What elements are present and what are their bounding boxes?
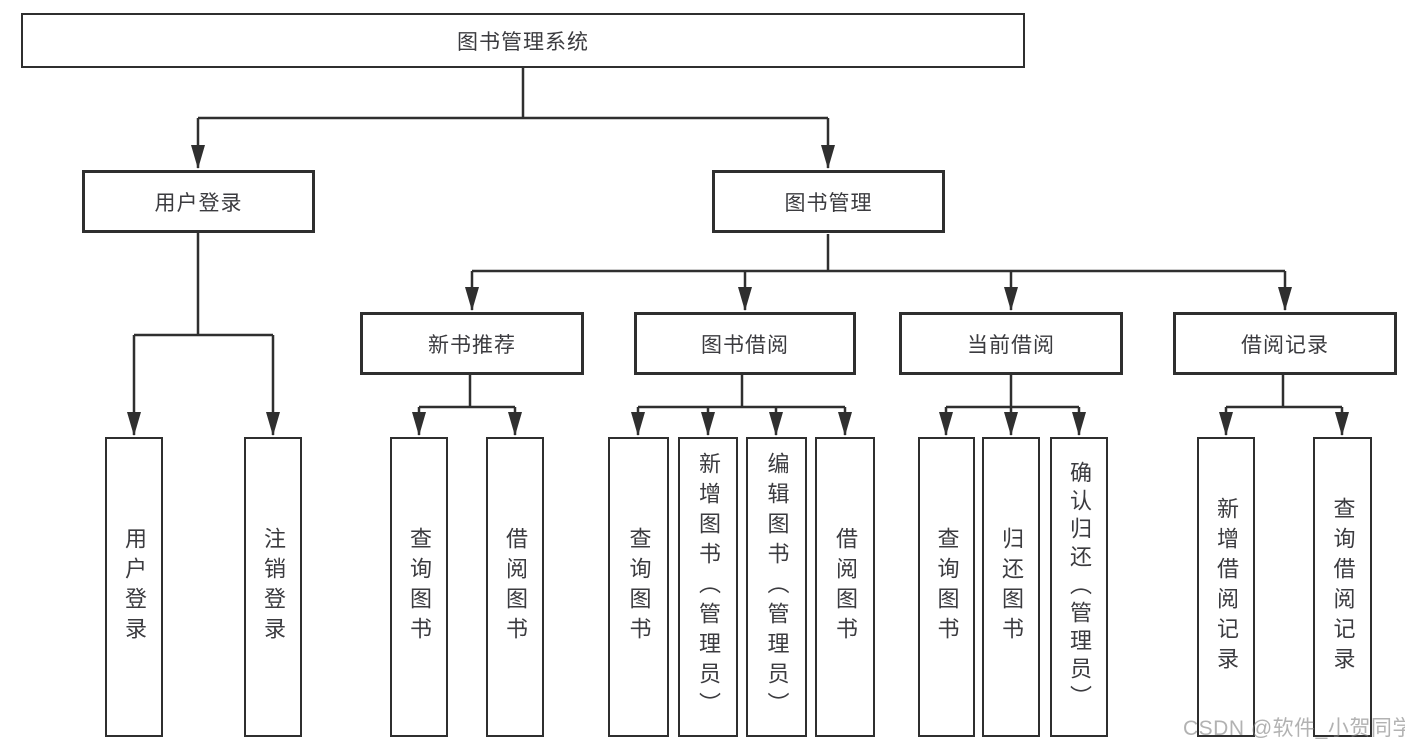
node-query-books-recommend-label: 查询图书 (407, 527, 432, 647)
node-user-login-module-label: 用户登录 (154, 191, 243, 215)
node-book-management-module: 图书管理 (712, 170, 945, 233)
node-return-book-label: 归还图书 (999, 527, 1024, 647)
node-query-books-borrow-label: 查询图书 (626, 527, 652, 647)
node-logout-leaf: 注销登录 (244, 437, 302, 737)
node-query-books-current-label: 查询图书 (934, 527, 960, 647)
node-current-borrowing-label: 当前借阅 (967, 333, 1055, 357)
node-confirm-return-admin: 确认归还（管理员） (1050, 437, 1108, 737)
node-edit-book-admin-label: 编辑图书（管理员） (764, 452, 790, 722)
node-add-borrow-record-label: 新增借阅记录 (1214, 497, 1239, 677)
node-book-management-module-label: 图书管理 (784, 191, 873, 215)
node-borrowing-records: 借阅记录 (1173, 312, 1397, 375)
csdn-watermark: CSDN @软件_小贺同学 (1183, 717, 1405, 740)
node-query-books-recommend: 查询图书 (390, 437, 448, 737)
node-borrow-books-recommend: 借阅图书 (486, 437, 544, 737)
node-add-book-admin-label: 新增图书（管理员） (696, 452, 721, 722)
node-book-borrowing: 图书借阅 (634, 312, 856, 375)
node-book-borrowing-label: 图书借阅 (701, 333, 789, 357)
node-login-leaf: 用户登录 (105, 437, 163, 737)
node-add-book-admin: 新增图书（管理员） (678, 437, 738, 737)
node-borrowing-records-label: 借阅记录 (1241, 333, 1329, 357)
node-new-book-recommendation-label: 新书推荐 (428, 333, 516, 357)
node-current-borrowing: 当前借阅 (899, 312, 1123, 375)
node-query-books-borrow: 查询图书 (608, 437, 669, 737)
node-root-system: 图书管理系统 (21, 13, 1025, 68)
node-query-borrow-record: 查询借阅记录 (1313, 437, 1372, 737)
node-query-books-current: 查询图书 (918, 437, 975, 737)
node-new-book-recommendation: 新书推荐 (360, 312, 584, 375)
node-borrow-books-leaf-label: 借阅图书 (833, 527, 858, 647)
node-return-book: 归还图书 (982, 437, 1040, 737)
node-login-leaf-label: 用户登录 (122, 527, 147, 647)
node-query-borrow-record-label: 查询借阅记录 (1330, 497, 1356, 677)
node-borrow-books-recommend-label: 借阅图书 (503, 527, 528, 647)
node-borrow-books-leaf: 借阅图书 (815, 437, 875, 737)
node-add-borrow-record: 新增借阅记录 (1197, 437, 1255, 737)
node-confirm-return-admin-label: 确认归还（管理员） (1067, 461, 1092, 713)
node-root-system-label: 图书管理系统 (457, 30, 589, 54)
node-edit-book-admin: 编辑图书（管理员） (746, 437, 807, 737)
node-logout-leaf-label: 注销登录 (261, 527, 286, 647)
node-user-login-module: 用户登录 (82, 170, 315, 233)
